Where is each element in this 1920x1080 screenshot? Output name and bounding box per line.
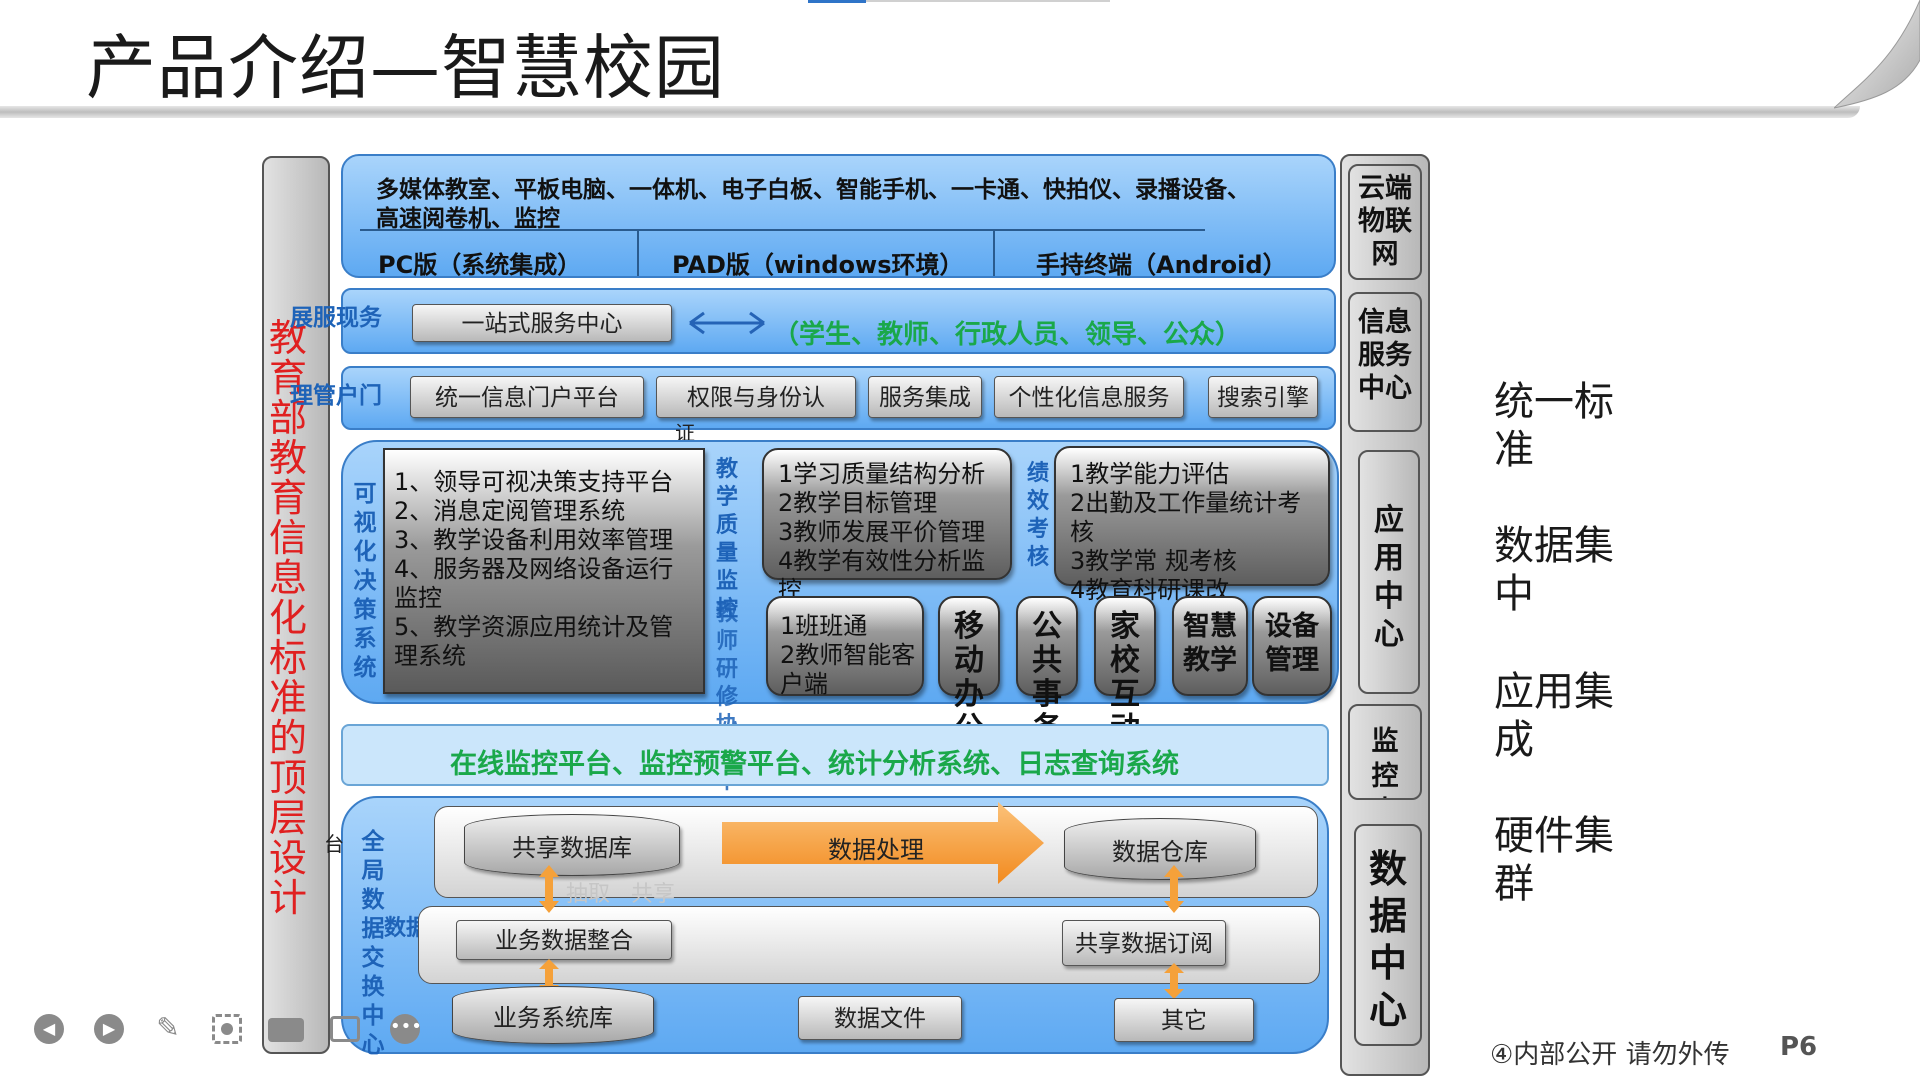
one-stop-service-center: 一站式服务中心 xyxy=(412,304,672,342)
service-row-label: 展服现务 xyxy=(290,305,382,331)
quality-item: 2教学目标管理 xyxy=(778,489,938,517)
portal-row-label: 理管户门 xyxy=(290,383,382,409)
platform-pc: PC版（系统集成） xyxy=(378,251,582,279)
page-number: P6 xyxy=(1780,1032,1818,1062)
left-standard-column xyxy=(262,156,330,1054)
more-icon[interactable]: ••• xyxy=(390,1014,422,1044)
class-item: 户端 xyxy=(780,670,828,698)
data-processing-label: 数据处理 xyxy=(828,836,924,864)
shared-data-subscription: 共享数据订阅 xyxy=(1062,920,1226,966)
platform-overflow-char: 台 xyxy=(324,832,344,856)
play-icon[interactable]: ▶ xyxy=(94,1014,124,1044)
quality-monitor-label: 教学质量监控 xyxy=(715,457,738,622)
page-curl-decoration xyxy=(1834,0,1920,109)
platform-divider-2 xyxy=(993,229,995,276)
hardware-divider xyxy=(360,229,1205,231)
top-accent-bar xyxy=(808,0,866,3)
decision-item: 1、领导可视决策支持平台 xyxy=(394,468,674,496)
data-processing-arrow xyxy=(722,802,1044,884)
decision-system-box xyxy=(383,448,705,694)
platform-handheld: 手持终端（Android） xyxy=(1036,251,1287,279)
page-title: 产品介绍—智慧校园 xyxy=(86,27,725,109)
bullet-data-centralization: 数据集中 xyxy=(1494,523,1614,617)
decision-item: 5、教学资源应用统计及管 xyxy=(394,613,674,641)
business-data-integration: 业务数据整合 xyxy=(456,920,672,960)
business-system-db: 业务系统库 xyxy=(452,986,654,1044)
quality-item: 4教学有效性分析监 xyxy=(778,547,986,575)
top-accent-line xyxy=(866,0,1110,2)
application-center-box: 应用 中心 xyxy=(1358,450,1420,694)
hardware-line-1: 多媒体教室、平板电脑、一体机、电子白板、智能手机、一卡通、快拍仪、录播设备、 xyxy=(376,177,1250,203)
app-public-affairs: 公共 事务 xyxy=(1016,596,1078,746)
app-smart-teaching: 智慧教学 xyxy=(1172,596,1248,696)
class-item: 2教师智能客 xyxy=(780,641,916,669)
auth-identity-overflow: 证 xyxy=(675,421,695,445)
header-divider xyxy=(0,106,1860,118)
quality-item: 3教师发展平价管理 xyxy=(778,518,986,546)
performance-item: 核 xyxy=(1070,518,1094,546)
decision-system-list: 1、领导可视决策支持平台 2、消息定阅管理系统 3、教学设备利用效率管理 4、服… xyxy=(394,468,704,671)
data-center-box: 数据 中心 xyxy=(1354,824,1422,1046)
platform-divider-1 xyxy=(637,229,639,276)
info-service-center-box: 信息服务中心 xyxy=(1348,292,1422,432)
updown-arrow-icon xyxy=(1164,963,1184,999)
performance-box: 1教学能力评估 2出勤及工作量统计考 核 3教学常 规考核 4教育科研课改 xyxy=(1054,446,1330,604)
data-files: 数据文件 xyxy=(798,996,962,1040)
bullet-unified-standard: 统一标准 xyxy=(1494,379,1614,473)
monitor-center-box: 监控中 xyxy=(1348,704,1422,800)
auth-identity: 权限与身份认 xyxy=(656,376,856,418)
decision-system-label: 可视化决策系统 xyxy=(353,481,377,681)
performance-item: 3教学常 规考核 xyxy=(1070,547,1237,575)
search-engine: 搜索引擎 xyxy=(1208,376,1318,418)
prev-icon[interactable]: ◀ xyxy=(34,1014,64,1044)
quality-box: 1学习质量结构分析 2教学目标管理 3教师发展平价管理 4教学有效性分析监 控 xyxy=(762,448,1012,604)
standard-design-label: 教育部教育信息化标准的顶层设计 xyxy=(268,316,307,920)
class-item: 1班班通 xyxy=(780,612,868,640)
audience-text: （学生、教师、行政人员、领导、公众） xyxy=(773,320,1242,350)
bullet-app-integration: 应用集成 xyxy=(1494,669,1614,763)
monitor-row xyxy=(341,724,1329,786)
updown-arrow-icon xyxy=(539,865,559,913)
performance-item: 1教学能力评估 xyxy=(1070,460,1230,488)
decision-item: 监控 xyxy=(394,584,442,612)
cloud-iot-box: 云端物联网 xyxy=(1348,164,1422,280)
updown-arrow-icon xyxy=(1164,865,1184,913)
data-exchange-label: 全局数据交换中心 xyxy=(361,829,385,1058)
platform-pad: PAD版（windows环境） xyxy=(672,251,964,279)
pen-icon[interactable]: ✎ xyxy=(156,1011,180,1044)
quality-item: 1学习质量结构分析 xyxy=(778,460,986,488)
performance-item: 2出勤及工作量统计考 xyxy=(1070,489,1302,517)
hardware-line-2: 高速阅卷机、监控 xyxy=(376,206,560,232)
decision-item: 4、服务器及网络设备运行 xyxy=(394,555,674,583)
personalized-service: 个性化信息服务 xyxy=(994,376,1184,418)
zoom-icon[interactable] xyxy=(212,1014,242,1044)
service-integration: 服务集成 xyxy=(868,376,982,418)
double-arrow-icon xyxy=(689,311,765,335)
portal-platform: 统一信息门户平台 xyxy=(410,376,644,418)
app-mobile-office: 移动 办公 xyxy=(938,596,1000,746)
extract-share-faint: 抽取 共享 xyxy=(566,882,675,907)
camera-icon[interactable] xyxy=(268,1018,304,1042)
shared-database: 共享数据库 xyxy=(464,814,680,876)
data-warehouse: 数据仓库 xyxy=(1064,818,1256,880)
decision-item: 理系统 xyxy=(394,642,466,670)
decision-item: 3、教学设备利用效率管理 xyxy=(394,526,674,554)
internal-notice: ④内部公开 请勿外传 xyxy=(1490,1040,1730,1070)
bullet-hardware-cluster: 硬件集群 xyxy=(1494,813,1614,907)
subtitle-icon[interactable] xyxy=(330,1016,360,1042)
performance-label: 绩效考核 xyxy=(1026,461,1049,570)
app-device-management: 设备管理 xyxy=(1252,596,1332,696)
other-sources: 其它 xyxy=(1114,998,1254,1042)
hardware-panel xyxy=(341,154,1336,278)
app-home-school: 家校 互动 xyxy=(1094,596,1156,746)
class-box: 1班班通 2教师智能客 户端 xyxy=(766,596,924,698)
monitor-row-text: 在线监控平台、监控预警平台、统计分析系统、日志查询系统 xyxy=(450,749,1179,780)
decision-item: 2、消息定阅管理系统 xyxy=(394,497,626,525)
